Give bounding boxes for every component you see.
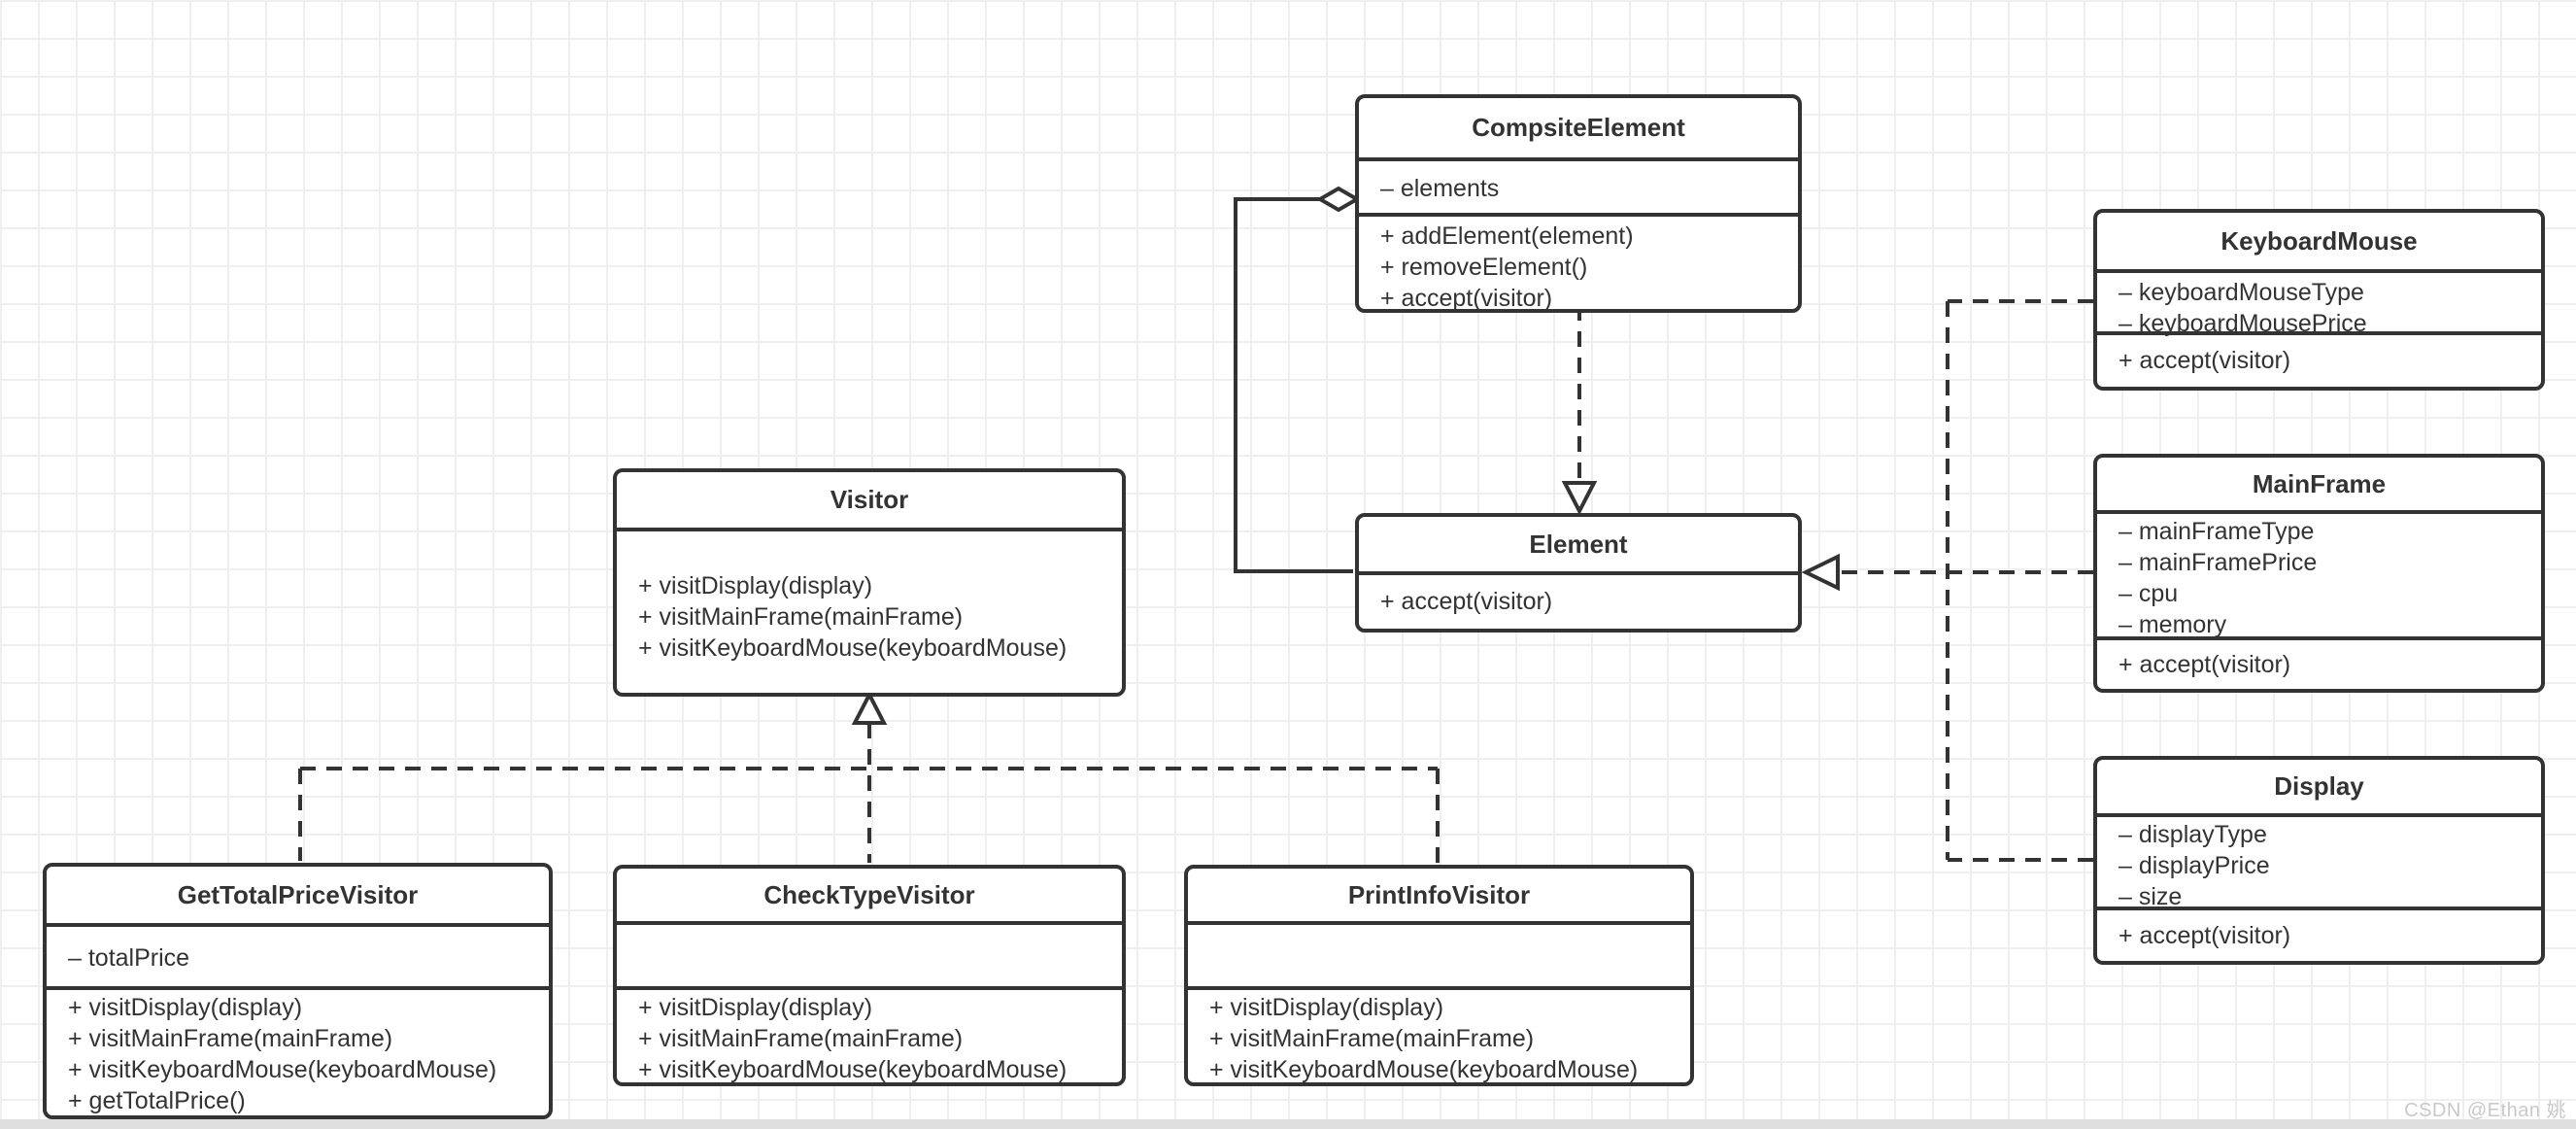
method-row: + addElement(element) (1380, 222, 1634, 250)
method-row: + visitMainFrame(mainFrame) (1209, 1025, 1535, 1052)
aggregation-compositeelement-element-connector[interactable] (1234, 186, 1361, 573)
class-display[interactable]: Display – displayType – displayPrice – size… (2093, 756, 2545, 965)
method-row: + visitDisplay(display) (638, 572, 873, 599)
method-row: + visitMainFrame(mainFrame) (638, 1025, 964, 1052)
attribute-row: – keyboardMousePrice (2118, 310, 2367, 337)
hollow-triangle-up-marker (851, 690, 888, 725)
attribute-row: – memory (2118, 611, 2227, 638)
method-row: + removeElement() (1380, 254, 1588, 281)
class-name: Visitor (617, 472, 1122, 531)
method-row: + visitMainFrame(mainFrame) (68, 1025, 393, 1052)
class-print-info-visitor[interactable]: PrintInfoVisitor+ visitDisplay(display)+… (1184, 865, 1694, 1086)
class-methods-compartment: + accept(visitor) (1359, 575, 1798, 629)
attribute-row: – keyboardMouseType (2118, 279, 2364, 306)
hollow-triangle-left-marker (1801, 553, 1840, 592)
class-name: Element (1359, 517, 1798, 575)
attribute-row: – size (2118, 883, 2183, 910)
bottom-strip (0, 1119, 2576, 1129)
attribute-row: – displayType (2118, 821, 2267, 848)
class-keyboard-mouse[interactable]: KeyboardMouse– keyboardMouseType– keyboa… (2093, 209, 2545, 391)
attribute-row: – totalPrice (68, 944, 190, 972)
class-methods-compartment: + visitDisplay(display) + visitMainFrame(… (1188, 990, 1690, 1083)
attribute-row: – mainFramePrice (2118, 549, 2318, 576)
class-methods-compartment: + visitDisplay(display) + visitMainFrame(… (617, 990, 1122, 1083)
method-row: + accept(visitor) (1380, 285, 1553, 312)
class-methods-compartment: + visitDisplay(display) + visitMainFrame(… (47, 990, 549, 1115)
class-attributes-compartment: – keyboardMouseType – keyboardMousePrice (2097, 273, 2541, 337)
attribute-row: – elements (1380, 175, 1500, 202)
class-main-frame[interactable]: MainFrame – mainFrameType – mainFramePrice… (2093, 454, 2545, 693)
method-row: + visitKeyboardMouse(keyboardMouse) (1209, 1056, 1639, 1083)
class-visitor[interactable]: Visitor + visitDisplay(display) + visitMai… (613, 468, 1126, 697)
class-methods-compartment: + accept(visitor) (2097, 910, 2541, 961)
hollow-diamond-marker (1316, 186, 1361, 213)
method-row: + accept(visitor) (2118, 922, 2291, 949)
attribute-row: – displayPrice (2118, 852, 2270, 879)
hollow-triangle-down-marker (1561, 481, 1598, 516)
watermark: CSDN @Ethan 姚 (2404, 1100, 2566, 1121)
class-check-type-visitor[interactable]: CheckTypeVisitor+ visitDisplay(display)+… (613, 865, 1126, 1086)
class-attributes-compartment (1188, 925, 1690, 990)
method-row: + visitMainFrame(mainFrame) (638, 603, 964, 631)
method-row: + visitKeyboardMouse(keyboardMouse) (68, 1056, 497, 1083)
method-row: + visitDisplay(display) (638, 994, 873, 1021)
attribute-row: – cpu (2118, 580, 2179, 607)
class-methods-compartment: + addElement(element) + removeElement() + … (1359, 217, 1798, 312)
class-name: CheckTypeVisitor (617, 869, 1122, 925)
class-name: MainFrame (2097, 458, 2541, 514)
class-name: KeyboardMouse (2097, 213, 2541, 273)
class-name: Display (2097, 760, 2541, 817)
class-methods-compartment: + accept(visitor) (2097, 335, 2541, 387)
method-row: + accept(visitor) (2118, 651, 2291, 678)
class-name: GetTotalPriceVisitor (47, 867, 549, 927)
generalization-visitors-visitor-connector[interactable] (298, 690, 1440, 863)
realization-devices-element-connector[interactable] (1801, 299, 2093, 862)
class-attributes-compartment: – mainFrameType – mainFramePrice – cpu – me… (2097, 514, 2541, 640)
class-get-total-price-visitor[interactable]: GetTotalPriceVisitor – totalPrice + visitD… (43, 863, 553, 1119)
method-row: + visitKeyboardMouse(keyboardMouse) (638, 1056, 1068, 1083)
method-row: + visitDisplay(display) (68, 994, 303, 1021)
class-methods-compartment: + visitDisplay(display) + visitMainFrame(… (617, 531, 1122, 693)
method-row: + getTotalPrice() (68, 1087, 246, 1114)
method-row: + accept(visitor) (1380, 588, 1553, 615)
class-attributes-compartment (617, 925, 1122, 990)
class-element[interactable]: Element + accept(visitor) (1355, 513, 1802, 633)
method-row: + accept(visitor) (2118, 347, 2291, 374)
attribute-row: – mainFrameType (2118, 518, 2315, 545)
class-attributes-compartment: – displayType – displayPrice – size (2097, 817, 2541, 910)
class-name: CompsiteElement (1359, 98, 1798, 161)
realization-compositeelement-element-connector[interactable] (1561, 305, 1598, 516)
method-row: + visitDisplay(display) (1209, 994, 1444, 1021)
class-attributes-compartment: – totalPrice (47, 927, 549, 990)
method-row: + visitKeyboardMouse(keyboardMouse) (638, 634, 1068, 662)
class-methods-compartment: + accept(visitor) (2097, 640, 2541, 689)
class-composite-element[interactable]: CompsiteElement – elements + addElement(el… (1355, 94, 1802, 313)
class-attributes-compartment: – elements (1359, 161, 1798, 217)
class-name: PrintInfoVisitor (1188, 869, 1690, 925)
